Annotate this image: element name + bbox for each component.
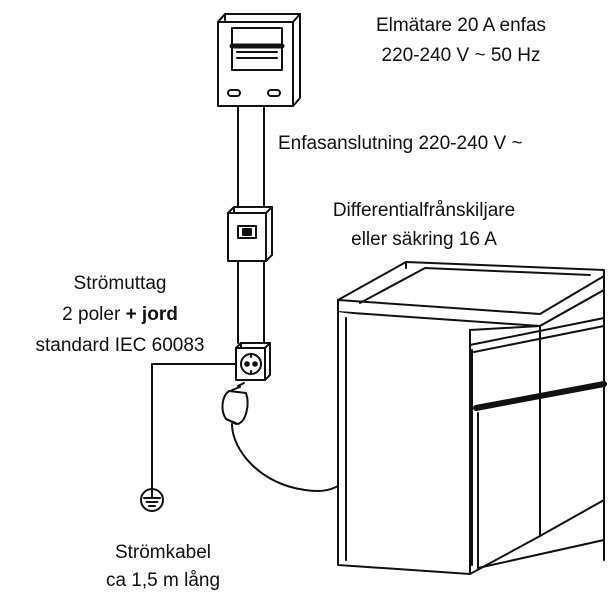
- plug-icon: [221, 382, 249, 425]
- cable-label-line2: ca 1,5 m lång: [105, 570, 221, 591]
- meter-label-line1: Elmätare 20 A enfas: [375, 15, 547, 36]
- main-conduit: [237, 105, 265, 208]
- circuit-breaker-icon: [227, 206, 273, 262]
- oven-icon: [337, 261, 607, 575]
- connection-label-text: Enfasanslutning 220-240 V ~: [278, 133, 523, 154]
- wall-socket-icon: [235, 342, 271, 381]
- socket-label-line1: Strömuttag: [73, 273, 167, 294]
- ground-symbol-icon: [140, 363, 237, 512]
- meter-label: Elmätare 20 A enfas 220-240 V ~ 50 Hz: [330, 14, 592, 68]
- lower-conduit: [237, 260, 265, 344]
- breaker-label-line1: Differentialfrånskiljare: [332, 200, 516, 221]
- socket-label-line3: standard IEC 60083: [35, 335, 205, 356]
- socket-label-poles: 2 poler: [62, 304, 121, 325]
- cable-label: Strömkabel ca 1,5 m lång: [88, 541, 238, 593]
- power-cable: [231, 423, 351, 492]
- cable-label-line1: Strömkabel: [114, 542, 212, 563]
- socket-label: Strömuttag 2 poler + jord standard IEC 6…: [0, 268, 240, 361]
- socket-label-ground: + jord: [125, 304, 178, 325]
- connection-label: Enfasanslutning 220-240 V ~: [278, 132, 615, 156]
- meter-label-line2: 220-240 V ~ 50 Hz: [381, 45, 541, 66]
- breaker-label: Differentialfrånskiljare eller säkring 1…: [294, 199, 554, 252]
- electricity-meter-icon: [217, 13, 301, 107]
- breaker-label-line2: eller säkring 16 A: [351, 229, 497, 250]
- socket-label-line2: 2 poler + jord: [0, 299, 240, 330]
